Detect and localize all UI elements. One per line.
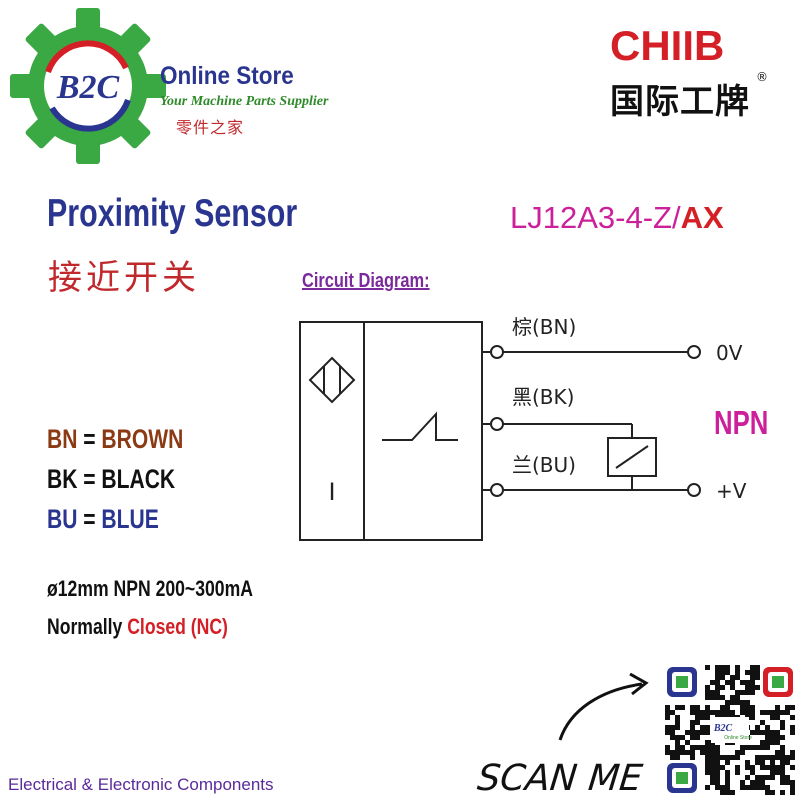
sensor-mark: I — [328, 478, 335, 506]
legend-item-bk: BK = BLACK — [47, 464, 175, 495]
model-main: LJ12A3-4-Z/ — [510, 200, 681, 235]
sensor-body — [299, 321, 483, 541]
switch-symbol — [382, 411, 458, 441]
model-suffix: AX — [680, 200, 724, 235]
store-title: Online Store — [160, 62, 294, 90]
store-tagline: Your Machine Parts Supplier — [160, 94, 329, 109]
legend-item-bn: BN = BROWN — [47, 424, 183, 455]
scan-me-label: SCAN ME — [475, 672, 649, 799]
sensor-symbol — [308, 356, 356, 404]
spec-line-1: ø12mm NPN 200~300mA — [47, 576, 253, 601]
legend-sep: = — [77, 464, 102, 494]
legend-code: BN — [47, 424, 78, 454]
legend-code: BK — [47, 464, 78, 494]
legend-sep: = — [77, 504, 102, 534]
legend-color-name: BLACK — [101, 464, 176, 494]
qr-logo-text: B2C — [713, 723, 733, 734]
wire-label-bn: 棕(BN) — [512, 315, 576, 339]
registered-mark: ® — [756, 70, 768, 84]
legend-color-name: BLUE — [101, 504, 159, 534]
store-name-cn: 零件之家 — [176, 118, 245, 137]
b2c-gear-logo: B2C — [10, 8, 166, 164]
legend-item-bu: BU = BLUE — [47, 504, 159, 535]
terminal-0v: 0V — [716, 341, 743, 365]
qr-code-icon[interactable]: B2C Online Store — [665, 665, 795, 795]
legend-code: BU — [47, 504, 78, 534]
footer-text: Electrical & Electronic Components — [8, 775, 274, 794]
qr-logo-caption: Online Store — [724, 735, 752, 741]
spec-closed: Closed (NC) — [127, 614, 228, 639]
qr-finder-top-left — [667, 667, 697, 697]
product-title: Proximity Sensor — [47, 192, 298, 235]
spec-normally: Normally — [47, 614, 128, 639]
product-title-cn: 接近开关 — [48, 258, 200, 298]
legend-color-name: BROWN — [101, 424, 184, 454]
legend-sep: = — [77, 424, 102, 454]
circuit-diagram: I 棕(BN) 黑(BK) 兰(BU) 0V +V — [299, 315, 747, 541]
spec-line-2: Normally Closed (NC) — [47, 614, 228, 640]
circuit-diagram-title: Circuit Diagram: — [302, 270, 430, 292]
scan-me-text: SCAN ME — [475, 757, 644, 799]
qr-finder-top-right — [763, 667, 793, 697]
model-number: LJ12A3-4-Z/AX — [510, 200, 724, 236]
wire-label-bu: 兰(BU) — [512, 453, 576, 477]
logo-text: B2C — [56, 69, 120, 106]
brand-name-cn: 国际工牌 — [610, 82, 750, 122]
wire-label-bk: 黑(BK) — [512, 385, 574, 409]
terminal-plus-v: +V — [716, 479, 747, 503]
output-type: NPN — [714, 404, 769, 441]
arrow-icon — [558, 682, 643, 741]
qr-finder-bottom-left — [667, 763, 697, 793]
brand-name: CHIIB — [610, 22, 725, 69]
